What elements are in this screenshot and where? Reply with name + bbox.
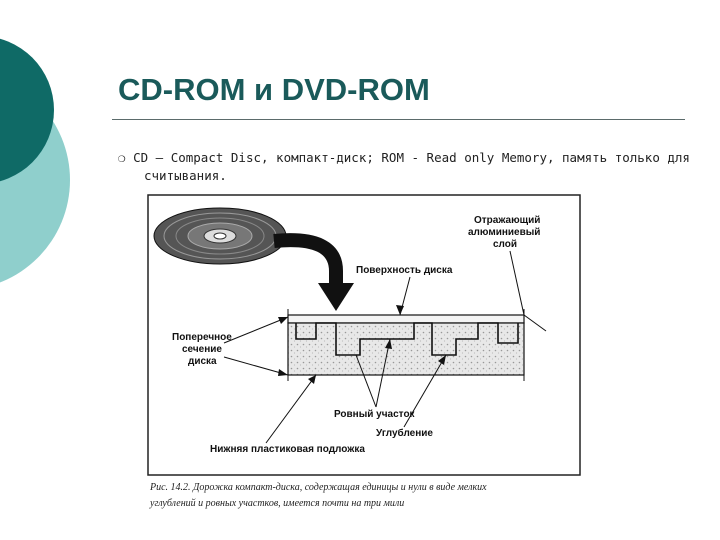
label-reflective-3: слой [493,239,517,250]
bullet-text: CD — Compact Disc, компакт-диск; ROM - R… [133,150,690,183]
label-reflective-1: Отражающий [474,215,540,226]
zoom-arrow [273,233,354,311]
bullet-paragraph: ❍ CD — Compact Disc, компакт-диск; ROM -… [118,149,693,185]
label-cross-section-3: диска [188,356,217,367]
label-reflective-2: алюминиевый [468,227,540,238]
label-substrate: Нижняя пластиковая подложка [210,444,365,455]
decorative-circles [0,38,70,283]
title-divider [112,119,685,120]
label-pit: Углубление [376,427,433,439]
label-surface: Поверхность диска [356,265,453,276]
slide-title: CD-ROM и DVD-ROM [118,72,430,107]
cd-diagram-svg: Отражающий алюминиевый слой Поверхность … [147,194,581,509]
bullet-icon: ❍ [118,150,126,165]
dark-circle [0,38,54,182]
disc-icon [153,207,287,265]
disc-cross-section [287,309,525,381]
figure-frame [147,194,581,476]
label-land: Ровный участок [334,409,416,420]
figure-caption-line2: углублений и ровных участков, имеется по… [149,498,404,509]
cd-diagram: Отражающий алюминиевый слой Поверхность … [146,193,582,515]
label-cross-section-2: сечение [182,344,222,355]
pointer-arrowheads [278,305,446,384]
pointer-lines [223,250,547,444]
figure-caption-line1: Рис. 14.2. Дорожка компакт-диска, содерж… [149,482,487,493]
label-cross-section-1: Поперечное [172,332,232,343]
